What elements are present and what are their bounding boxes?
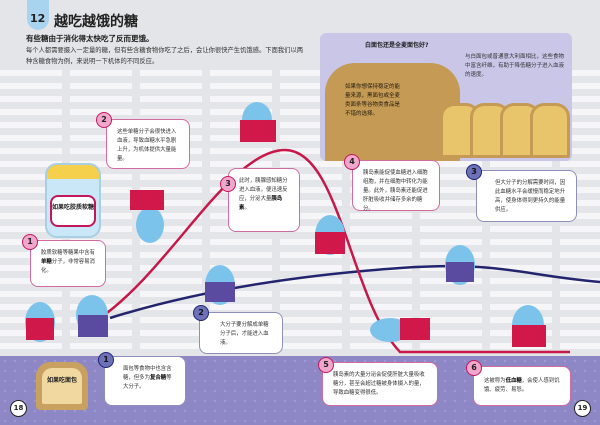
sugar-step-1-callout: 胶质软糖等糖果中含有单糖分子，非常容易消化。 bbox=[30, 240, 106, 287]
sugar-step-3-number: 3 bbox=[220, 176, 236, 192]
bread-step-3-callout: 但大分子的分解需要时间，因此血糖水平会缓慢而稳定地升高，使身体得到更持久的能量供… bbox=[476, 170, 577, 222]
bread-step-3-number: 3 bbox=[466, 164, 482, 180]
bread-curve bbox=[109, 264, 600, 320]
step-bold-term: 胰岛素 bbox=[239, 196, 283, 211]
sugar-step-6-callout: 这被称为低血糖，会使人感到饥饿、疲劳、易怒。 bbox=[473, 366, 571, 406]
step-text: 胶质软糖等糖果中含有 bbox=[41, 250, 95, 256]
bread-right-text: 与白面包或普通意大利面相比，这些食物中富含纤维，有助于降低糖分子进入血液的速度。 bbox=[465, 54, 565, 78]
sugar-curve bbox=[99, 148, 570, 354]
sugar-step-6-number: 6 bbox=[466, 360, 482, 376]
sugar-step-3-callout: 此时，胰腺感知糖分进入血液，便迅速反应，分泌大量胰岛素。 bbox=[228, 168, 300, 232]
step-text: 此时，胰腺感知糖分进入血液，便迅速反应，分泌大量 bbox=[239, 178, 288, 202]
step-text: 等大分子。 bbox=[123, 375, 172, 390]
bread-step-1-number: 1 bbox=[98, 352, 114, 368]
bread-loaf-illustration: 如果你想保持稳定的能量来源，黑面包或全麦类面条等谷物类食品是不错的选择。 bbox=[325, 63, 460, 161]
intro-text: 每个人都需要摄入一定量的糖，但有些含糖食物你吃了之后，会让你很快产生饥饿感。下面… bbox=[26, 47, 304, 65]
step-bold-term: 复合糖 bbox=[149, 375, 167, 381]
bread-path-label: 如果吃面包 bbox=[42, 368, 82, 404]
sugar-step-2-number: 2 bbox=[96, 112, 112, 128]
page-number-left: 18 bbox=[10, 400, 27, 417]
bread-step-1-callout: 面包等食物中也含含糖，但多为复合糖等大分子。 bbox=[104, 356, 186, 406]
sugar-step-1-number: 1 bbox=[22, 234, 38, 250]
chapter-number: 12 bbox=[30, 12, 46, 25]
step-text: 这被称为 bbox=[484, 378, 506, 384]
step-text: 分子，非常容易消化。 bbox=[41, 259, 95, 274]
bread-step-2-callout: 大分子要分解成单糖分子后，才能进入血液。 bbox=[199, 312, 283, 354]
chapter-tab bbox=[27, 0, 49, 30]
step-text: ，会使人感到饥饿、疲劳、易怒。 bbox=[484, 378, 560, 393]
step-bold-term: 低血糖 bbox=[505, 378, 522, 384]
character-sprites bbox=[25, 102, 546, 347]
page-number-right: 19 bbox=[574, 400, 591, 417]
step-text: 。 bbox=[244, 205, 250, 211]
bread-step-2-number: 2 bbox=[193, 305, 209, 321]
bread-left-text: 如果你想保持稳定的能量来源，黑面包或全麦类面条等谷物类食品是不错的选择。 bbox=[345, 84, 401, 117]
sugar-step-4-callout: 胰岛素能促使血糖进入细胞组胞，并在细胞中转化为能量。此外，胰岛素还能促进肝脏吸收… bbox=[352, 160, 440, 212]
subtitle: 有些糖由于消化得太快吃了反而更饿。 bbox=[26, 34, 154, 43]
bread-box-title: 白面包还是全麦面包好? bbox=[365, 42, 429, 49]
sugar-step-5-callout: 胰岛素的大量分泌会促使肝脏大量吸收糖分，甚至会超过糖被身体摄入的量，导致血糖变得… bbox=[322, 362, 438, 406]
step-text: 面包等食物中也含含糖，但多为 bbox=[123, 366, 172, 381]
toast-illustration: 如果吃面包 bbox=[36, 362, 88, 410]
bread-slice bbox=[530, 103, 570, 158]
sugar-step-5-number: 5 bbox=[318, 357, 334, 373]
bread-info-box: 如果你想保持稳定的能量来源，黑面包或全麦类面条等谷物类食品是不错的选择。 白面包… bbox=[320, 33, 572, 161]
sugar-step-4-number: 4 bbox=[344, 154, 360, 170]
step-bold-term: 单糖 bbox=[41, 259, 52, 265]
jelly-path-label: 如果吃胶质软糖 bbox=[50, 195, 96, 227]
page-title: 越吃越饿的糖 bbox=[54, 14, 138, 30]
sugar-step-2-callout: 这些单糖分子会很快进入血液，导致血糖水平急剧上升，为机体提供大量能量。 bbox=[106, 119, 190, 169]
